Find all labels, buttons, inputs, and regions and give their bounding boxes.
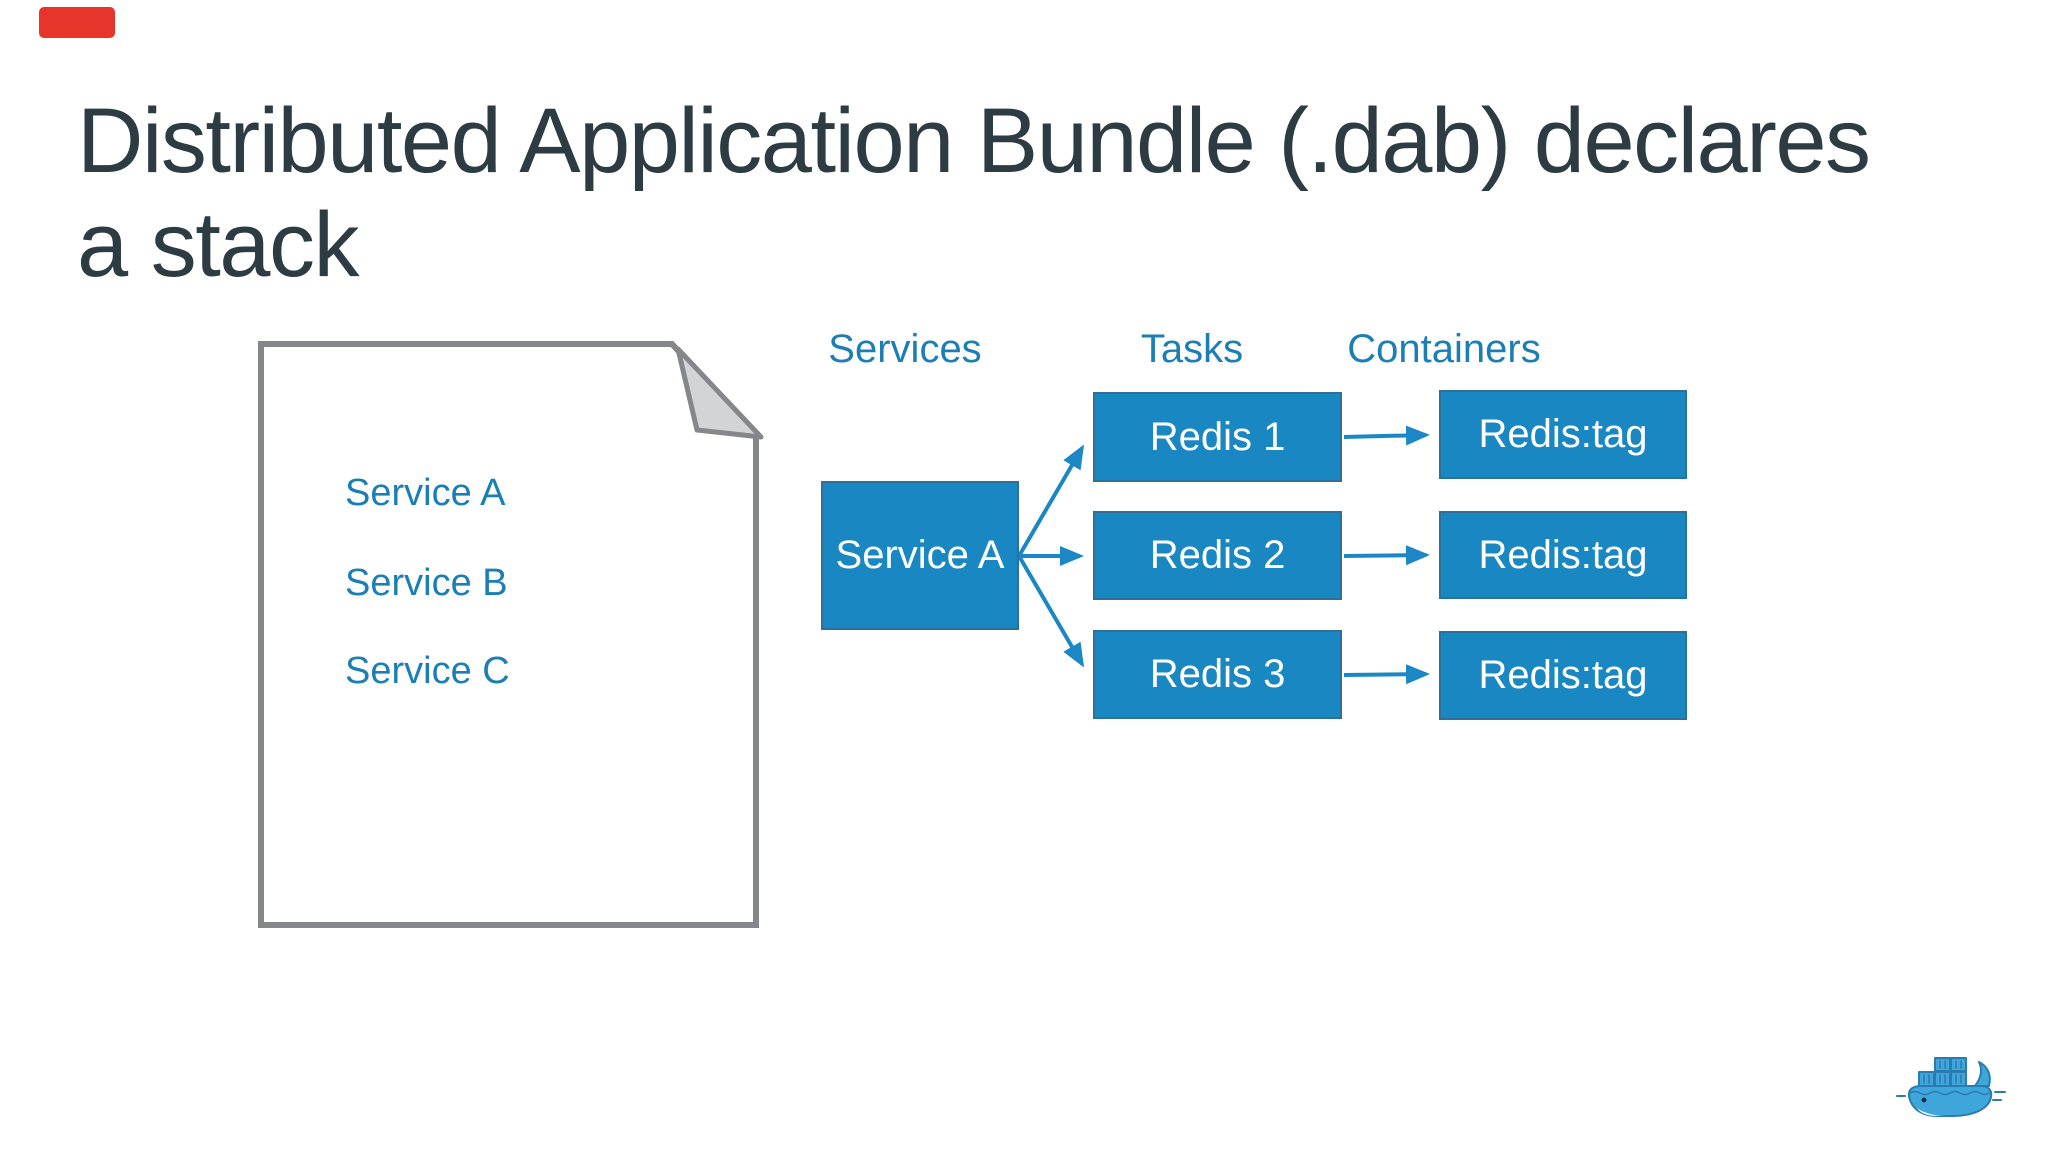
service-node-label: Service A bbox=[835, 533, 1005, 577]
task-node-label: Redis 3 bbox=[1149, 652, 1286, 696]
task-node-redis-3: Redis 3 bbox=[1093, 630, 1342, 719]
service-node-service-a: Service A bbox=[821, 481, 1019, 630]
task-node-redis-1: Redis 1 bbox=[1093, 392, 1342, 482]
bundle-file-line-service-a: Service A bbox=[345, 472, 506, 514]
service-to-task-arrows bbox=[1017, 444, 1085, 668]
container-node-label: Redis:tag bbox=[1478, 412, 1648, 456]
red-indicator bbox=[39, 7, 115, 38]
container-node-redis-tag-3: Redis:tag bbox=[1439, 631, 1687, 720]
column-header-services: Services bbox=[828, 327, 982, 371]
container-node-label: Redis:tag bbox=[1478, 653, 1648, 697]
page-title-line-2: a stack bbox=[77, 194, 359, 296]
container-node-label: Redis:tag bbox=[1478, 532, 1648, 577]
bundle-file-line-service-c: Service C bbox=[345, 650, 510, 692]
page-title: Distributed Application Bundle (.dab) de… bbox=[77, 89, 1997, 297]
bundle-file-line-service-b: Service B bbox=[345, 562, 508, 604]
column-header-containers: Containers bbox=[1347, 327, 1541, 371]
container-node-redis-tag-1: Redis:tag bbox=[1439, 390, 1687, 479]
task-node-label: Redis 2 bbox=[1149, 533, 1286, 577]
document-dogear-icon bbox=[258, 341, 764, 928]
task-node-label: Redis 1 bbox=[1149, 414, 1286, 459]
container-node-redis-tag-2: Redis:tag bbox=[1439, 511, 1687, 599]
task-to-container-arrows bbox=[1343, 425, 1430, 685]
column-header-tasks: Tasks bbox=[1140, 327, 1244, 371]
docker-whale-icon bbox=[1896, 1057, 2006, 1117]
page-title-line-1: Distributed Application Bundle (.dab) de… bbox=[77, 90, 1871, 192]
task-node-redis-2: Redis 2 bbox=[1093, 511, 1342, 600]
